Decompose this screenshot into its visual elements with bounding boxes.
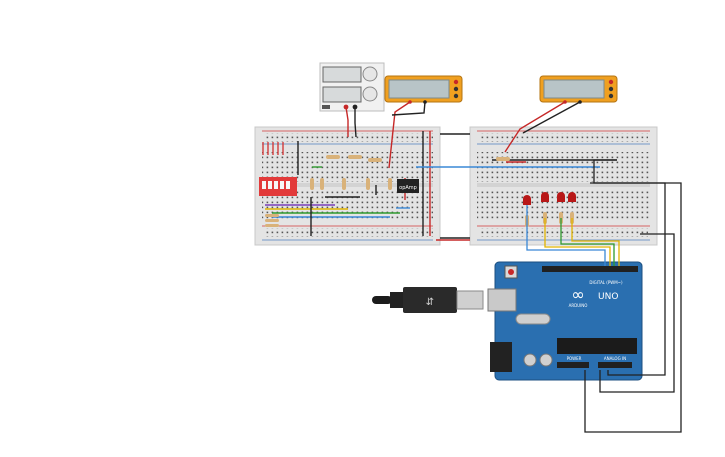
power-header[interactable] xyxy=(557,362,589,368)
left-board-wires[interactable] xyxy=(262,131,431,236)
current-knob[interactable] xyxy=(362,86,378,102)
atmega-chip xyxy=(557,338,637,354)
opamp-label: opAmp xyxy=(399,185,417,191)
infinity-logo-icon: ∞ xyxy=(571,285,584,304)
usb-icon: ⇵ xyxy=(426,297,434,308)
resistors-left[interactable] xyxy=(265,155,392,227)
analog-label: ANALOG IN xyxy=(604,356,626,361)
arduino-uno[interactable]: DIGITAL (PWM~) ∞ ARDUINO UNO POWER ANALO… xyxy=(487,261,643,381)
analog-header[interactable] xyxy=(598,362,632,368)
power-jack[interactable] xyxy=(490,342,512,372)
resistor-right[interactable] xyxy=(496,157,510,161)
breadboard-right[interactable] xyxy=(469,126,658,246)
multimeter-right[interactable] xyxy=(539,75,618,104)
power-supply[interactable] xyxy=(319,62,385,112)
arduino-model: UNO xyxy=(598,292,618,302)
power-label: POWER xyxy=(567,356,582,361)
voltage-knob[interactable] xyxy=(362,66,378,82)
dip-switch[interactable] xyxy=(259,177,297,196)
leds[interactable] xyxy=(523,192,576,205)
opamp-chip[interactable]: opAmp xyxy=(397,179,419,193)
digital-header[interactable] xyxy=(542,266,638,272)
arduino-signal-wires[interactable] xyxy=(526,159,682,433)
usb-cable[interactable]: ⇵ xyxy=(372,287,484,313)
multimeter-left[interactable] xyxy=(384,75,463,104)
supply-wires[interactable] xyxy=(345,101,581,169)
digital-header-label: DIGITAL (PWM~) xyxy=(589,280,623,285)
arduino-brand: ARDUINO xyxy=(569,303,588,308)
usb-port[interactable] xyxy=(487,288,517,312)
